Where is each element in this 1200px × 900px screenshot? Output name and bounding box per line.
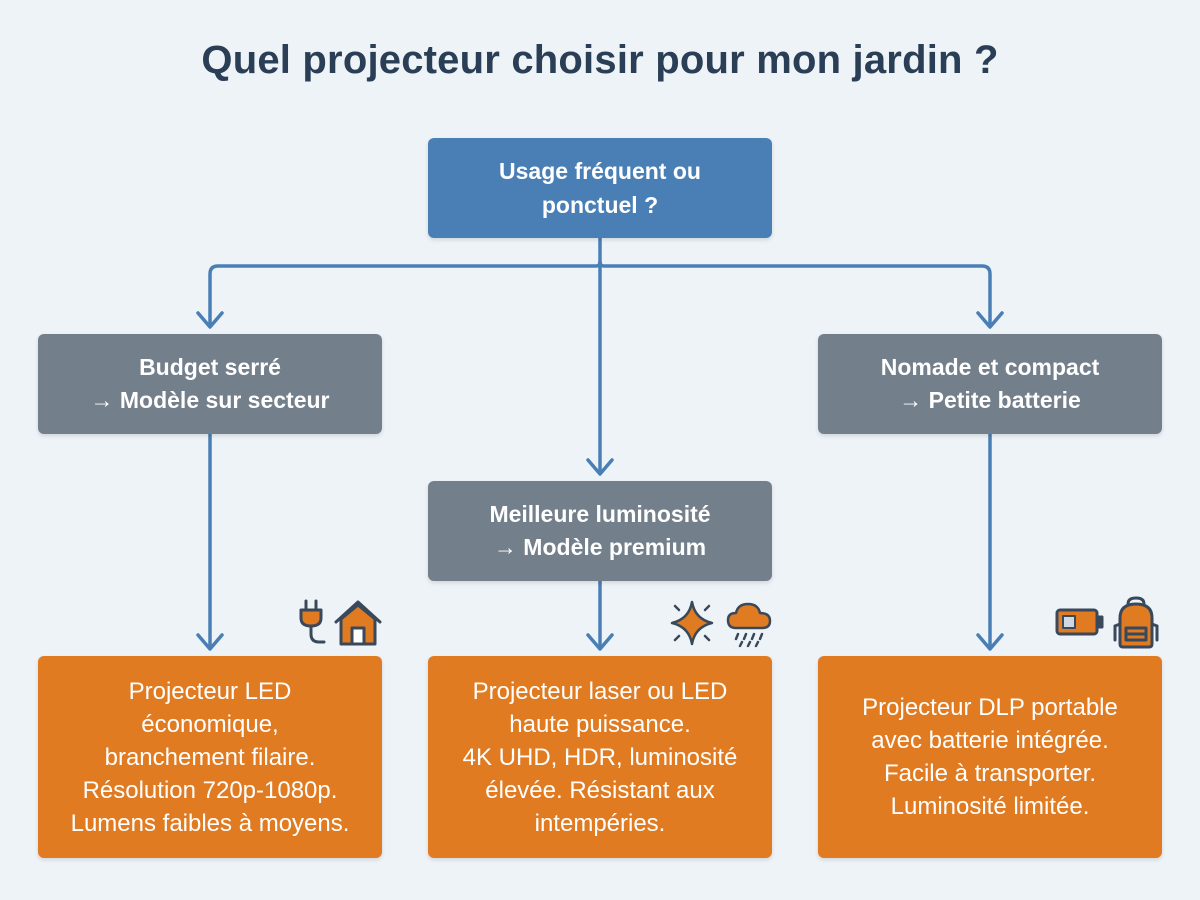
option-luminosity-line-1: Meilleure luminosité [489,501,711,527]
plug-icon [299,599,326,644]
house-icon [334,600,382,646]
question-line-1: Usage fréquent ou [499,158,701,184]
connector-split-left [208,260,602,328]
arrowhead-left-option [196,311,224,329]
option-box-luminosity: Meilleure luminosité → Modèle premium [428,481,772,581]
result-dlp-line-3: Facile à transporter. [883,760,1097,787]
result-dlp-line-2: avec batterie intégrée. [871,727,1109,754]
arrowhead-right-option [976,311,1004,329]
connector-split-right [598,260,992,328]
arrowhead-middle-option [586,458,614,476]
option-box-budget: Budget serré → Modèle sur secteur [38,334,382,434]
battery-icon [1055,608,1104,636]
option-box-nomad: Nomade et compact → Petite batterie [818,334,1162,434]
result-laser-line-1: Projecteur laser ou LED [472,677,728,705]
backpack-icon [1113,596,1159,649]
option-budget-line-2: → Modèle sur secteur [90,387,330,413]
result-laser-line-3: 4K UHD, HDR, luminosité [462,743,738,771]
result-box-led: Projecteur LED économique, branchement f… [38,656,382,858]
question-box: Usage fréquent ou ponctuel ? [428,138,772,238]
sparkle-icon [670,600,714,646]
result-laser-line-2: haute puissance. [509,710,691,738]
option-nomad-line-1: Nomade et compact [880,354,1100,380]
result-led-line-3: branchement filaire. [104,743,316,771]
result-led-line-1: Projecteur LED [128,677,292,705]
option-luminosity-line-2: → Modèle premium [493,534,707,560]
result-laser-line-5: intempéries. [534,809,666,837]
result-led-line-2: économique, [141,710,279,738]
result-led-line-4: Résolution 720p-1080p. [82,776,338,804]
result-dlp-line-1: Projecteur DLP portable [862,694,1118,721]
arrowhead-middle-result [586,633,614,651]
result-dlp-line-4: Luminosité limitée. [890,793,1090,820]
result-led-line-5: Lumens faibles à moyens. [70,809,350,837]
option-nomad-line-2: → Petite batterie [899,387,1081,413]
result-laser-line-4: élevée. Résistant aux [485,776,715,804]
arrowhead-right-result [976,633,1004,651]
page-title: Quel projecteur choisir pour mon jardin … [201,38,999,82]
rain-cloud-icon [726,602,772,648]
option-budget-line-1: Budget serré [139,354,281,380]
result-box-dlp: Projecteur DLP portable avec batterie in… [818,656,1162,858]
question-line-2: ponctuel ? [541,192,659,218]
result-box-laser: Projecteur laser ou LED haute puissance.… [428,656,772,858]
arrowhead-left-result [196,633,224,651]
